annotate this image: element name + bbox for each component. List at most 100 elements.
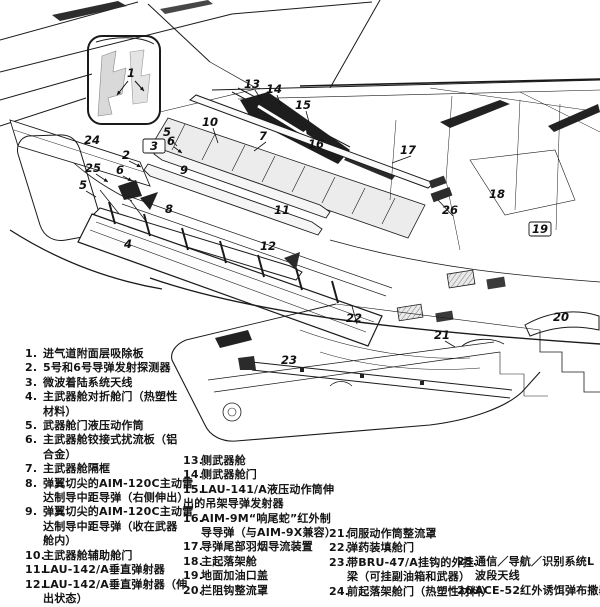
callout-number: 5 [79,178,87,192]
legend-item-text: 达制导中距导弹（右侧伸出） [43,491,189,505]
callout-number: 14 [266,82,282,96]
callout-number: 13 [244,77,260,91]
legend-item: 7. 主武器舱隔框 [25,462,193,476]
legend-item-number: 14. [183,468,204,482]
legend-item-text: 弹翼切尖的AIM-120C主动雷 [43,505,194,519]
legend-item: 出状态） [25,592,193,606]
callout-number: 24 [84,133,100,147]
legend-item: 20.拦阻钩整流罩 [183,584,336,598]
legend-item-number: 9. [25,505,38,519]
legend-item-text: 主武器舱辅助舱门 [43,548,133,562]
callout-number: 12 [260,239,276,253]
legend-item-text: 弹药装填舱门 [347,541,415,555]
legend-item: 5.武器舱门液压动作筒 [25,419,193,433]
legend-item-text: 合金） [43,447,77,461]
legend-item-number [25,592,43,606]
callout-number: 1 [127,66,135,80]
legend-item-text: 伺服动作筒整流罩 [347,527,437,540]
legend-item-number: 3. [25,375,38,389]
legend-item-number: 21. [329,527,350,540]
legend-item-text: 进气道附面层吸除板 [43,347,144,360]
legend-item: 19.地面加油口盖 [183,569,336,583]
legend-item: 导导弹（与AIM-9X兼容） [183,526,336,540]
legend-item-text: 主武器舱铰接式扰流板（铝 [43,433,178,447]
legend-item-number: 8. [25,476,38,490]
legend-item-text: LAU-142/A垂直弹射器（伸 [43,577,188,591]
legend-item: 21.伺服动作筒整流罩 [329,527,493,541]
legend-item: 4.主武器舱对折舱门（热塑性 [25,390,193,404]
callout-number: 25 [85,161,101,175]
wing-leading-edge-lines [159,78,600,133]
legend-item-text: 地面加油口盖 [201,569,269,583]
legend-item-text: 材料） [43,404,77,418]
legend-item-number: 22. [329,541,350,555]
callout-number: 18 [489,187,505,201]
legend-item: 达制导中距导弹（收在武器 [25,520,193,534]
legend-item-text: 出的吊架导弹发射器 [183,497,284,511]
legend-item: 12.LAU-142/A垂直弹射器（伸 [25,578,193,592]
callout-number: 4 [123,237,132,251]
legend-item-text: 主武器舱隔框 [43,462,111,476]
callout-number: 21 [434,328,450,342]
legend-item-number: 26. [457,583,478,597]
callout-number: 17 [400,143,416,157]
legend-item-number [25,491,43,505]
legend-item-number [25,448,43,462]
legend-item-number: 13. [183,454,204,467]
callout-number: 11 [274,203,290,217]
legend-item: 26.ACE-52红外诱饵弹布撒器 [457,584,600,598]
legend-item-number: 23. [329,555,350,569]
legend-item: 波段天线 [457,569,600,583]
legend-item: 16.AIM-9M“响尾蛇”红外制 [183,512,336,526]
legend-item: 8.弹翼切尖的AIM-120C主动雷 [25,477,193,491]
legend-item-text: 拦阻钩整流罩 [201,583,269,597]
legend-item-number: 15. [183,482,204,496]
callout-number: 16 [308,137,324,151]
legend-item: 3. 微波着陆系统天线 [25,376,193,390]
legend-item: 达制导中距导弹（右侧伸出） [25,491,193,505]
legend-item-number [183,526,201,540]
legend-item: 25.通信／导航／识别系统L [457,555,600,569]
legend-item-number: 17. [183,540,204,554]
legend-item: 2.5号和6号导弹发射探测器 [25,361,193,375]
callout-number: 19 [532,222,548,236]
callout-number: 26 [442,203,458,217]
legend-item-number: 7. [25,462,38,476]
callout-number: 5 [163,125,171,139]
legend-item-text: 前起落架舱门（热塑性材料） [347,584,493,598]
legend-item-text: 导弹尾部羽烟导流装置 [201,540,313,554]
legend-item-text: 达制导中距导弹（收在武器 [43,519,178,533]
legend-item: 23.带BRU-47/A挂钩的外挂 [329,556,493,570]
legend-item-number: 2. [25,361,38,375]
legend-item: 舱内） [25,534,193,548]
legend-item: 出的吊架导弹发射器 [183,497,336,511]
legend-item: 17.导弹尾部羽烟导流装置 [183,540,336,554]
legend-item-number: 4. [25,390,38,404]
legend-item-text: LAU-142/A垂直弹射器 [43,563,165,577]
legend-item-text: 导导弹（与AIM-9X兼容） [201,526,337,540]
legend-item: 梁（可挂副油箱和武器） [329,570,493,584]
legend-item: 13.侧武器舱 [183,454,336,468]
legend-item-number: 16. [183,511,204,525]
legend-item-text: 出状态） [43,591,88,605]
legend-item-text: AIM-9M“响尾蛇”红外制 [201,511,331,525]
intake-duct-cutout [87,35,161,125]
main-weapon-bay [77,94,435,347]
legend-item-text: 侧武器舱门 [201,468,257,482]
legend-item-number: 18. [183,554,204,568]
legend-item-number: 1. [25,347,38,360]
legend-item: 9. 弹翼切尖的AIM-120C主动雷 [25,505,193,519]
callout-number: 15 [295,98,311,112]
callout-number: 20 [553,310,569,324]
legend-item: 11.LAU-142/A垂直弹射器 [25,563,193,577]
legend-item-number [457,569,475,583]
legend-item: 24.前起落架舱门（热塑性材料） [329,585,493,599]
legend-item-text: 微波着陆系统天线 [43,375,133,389]
legend-item-number [25,405,43,419]
